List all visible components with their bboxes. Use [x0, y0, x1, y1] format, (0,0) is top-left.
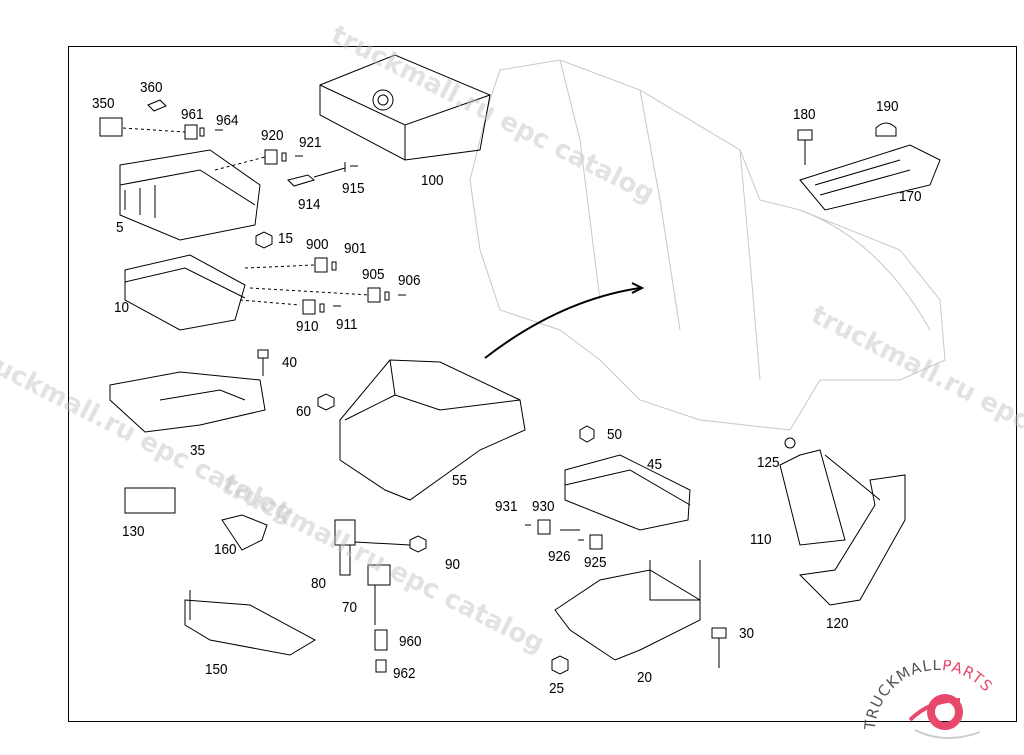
part-80: [334, 519, 356, 576]
part-60: [317, 393, 335, 411]
part-label[interactable]: 930: [532, 498, 555, 515]
part-label[interactable]: 190: [876, 98, 899, 115]
part-180: [797, 129, 813, 165]
truckmallparts-logo: TRUCKMALLPARTS: [860, 656, 1020, 750]
part-30: [711, 627, 727, 668]
part-label[interactable]: 50: [607, 426, 623, 443]
part-120: [798, 454, 906, 606]
part-110: [779, 449, 846, 546]
svg-text:TRUCKMALLPARTS: TRUCKMALLPARTS: [861, 660, 997, 732]
part-label[interactable]: 926: [548, 548, 571, 565]
part-55: [339, 359, 526, 501]
part-label[interactable]: 35: [190, 442, 206, 459]
part-label[interactable]: 70: [342, 599, 358, 616]
part-170: [799, 144, 941, 211]
part-150: [184, 590, 317, 656]
part-10: [124, 254, 246, 331]
part-961: [184, 124, 223, 140]
part-label[interactable]: 25: [549, 680, 565, 697]
part-70: [367, 564, 391, 625]
part-label[interactable]: 90: [445, 556, 461, 573]
part-label[interactable]: 906: [398, 272, 421, 289]
part-45: [564, 454, 691, 531]
engine-outline: [469, 59, 946, 431]
part-label[interactable]: 120: [826, 615, 849, 632]
part-label[interactable]: 962: [393, 665, 416, 682]
part-914: [287, 174, 316, 187]
part-label[interactable]: 964: [216, 112, 239, 129]
part-15: [255, 231, 273, 249]
part-label[interactable]: 45: [647, 456, 663, 473]
part-40: [257, 349, 269, 376]
part-5: [119, 149, 261, 241]
part-label[interactable]: 80: [311, 575, 327, 592]
part-label[interactable]: 5: [116, 219, 124, 236]
part-label[interactable]: 40: [282, 354, 298, 371]
part-190: [875, 122, 897, 137]
part-125: [784, 437, 796, 449]
part-label[interactable]: 910: [296, 318, 319, 335]
part-label[interactable]: 30: [739, 625, 755, 642]
part-label[interactable]: 60: [296, 403, 312, 420]
part-label[interactable]: 100: [421, 172, 444, 189]
part-label[interactable]: 925: [584, 554, 607, 571]
part-label[interactable]: 15: [278, 230, 294, 247]
part-label[interactable]: 900: [306, 236, 329, 253]
part-100: [319, 54, 491, 161]
part-35: [109, 371, 266, 433]
part-label[interactable]: 921: [299, 134, 322, 151]
part-20: [554, 569, 701, 661]
part-label[interactable]: 914: [298, 196, 321, 213]
part-label[interactable]: 911: [336, 316, 358, 333]
part-label[interactable]: 931: [495, 498, 518, 515]
part-label[interactable]: 10: [114, 299, 130, 316]
part-label[interactable]: 55: [452, 472, 468, 489]
part-350: [99, 117, 123, 137]
part-label[interactable]: 961: [181, 106, 204, 123]
part-130: [124, 487, 176, 514]
part-label[interactable]: 20: [637, 669, 653, 686]
part-label[interactable]: 170: [899, 188, 922, 205]
part-25: [551, 655, 569, 675]
part-label[interactable]: 150: [205, 661, 228, 678]
part-label[interactable]: 915: [342, 180, 365, 197]
part-label[interactable]: 130: [122, 523, 145, 540]
diagram-frame: [68, 46, 1017, 722]
part-label[interactable]: 125: [757, 454, 780, 471]
part-360: [147, 99, 167, 112]
part-label[interactable]: 360: [140, 79, 163, 96]
part-label[interactable]: 960: [399, 633, 422, 650]
part-160: [221, 514, 268, 551]
part-label[interactable]: 110: [750, 531, 772, 548]
part-label[interactable]: 901: [344, 240, 367, 257]
part-960: [374, 629, 388, 673]
gear-icon: [927, 694, 963, 730]
part-90: [354, 535, 427, 553]
part-label[interactable]: 350: [92, 95, 115, 112]
part-label[interactable]: 905: [362, 266, 385, 283]
part-label[interactable]: 160: [214, 541, 237, 558]
part-label[interactable]: 920: [261, 127, 284, 144]
part-50: [579, 425, 595, 443]
logo-text-2: PARTS: [941, 660, 996, 696]
part-label[interactable]: 180: [793, 106, 816, 123]
